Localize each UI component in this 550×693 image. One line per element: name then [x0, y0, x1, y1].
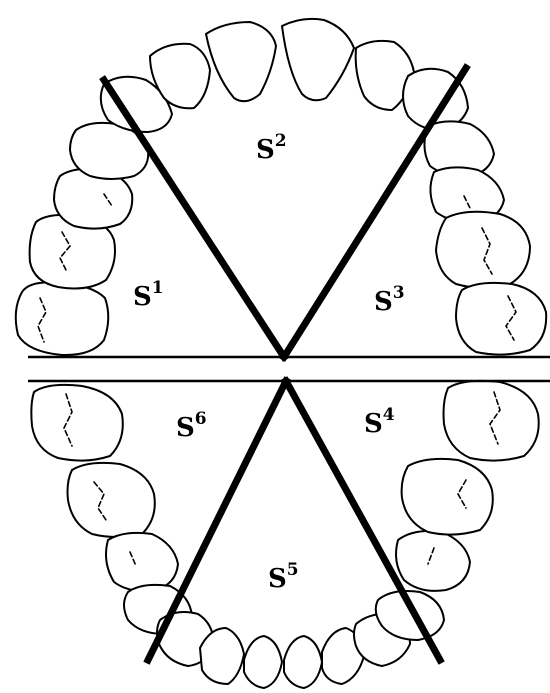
lower-tooth-molar-right-1: [444, 381, 539, 461]
lower-tooth-molar-left-2: [68, 463, 155, 537]
divider-lower-left: [148, 381, 286, 660]
lower-tooth-incisor-left-1: [244, 636, 282, 688]
sextant-label-s3: S3: [374, 283, 405, 317]
sextant-label-s2-sup: 2: [275, 131, 287, 151]
sextant-label-s4: S4: [364, 405, 395, 439]
sextant-label-s5-sup: 5: [287, 560, 299, 580]
lower-arch: [31, 381, 538, 688]
upper-tooth-incisor-left-1: [206, 22, 276, 101]
lower-tooth-molar-left-1: [31, 385, 122, 461]
upper-tooth-molar-left-1: [16, 282, 109, 355]
sextant-label-s1-base: S: [133, 282, 152, 312]
upper-tooth-molar-right-2: [436, 212, 530, 288]
sextant-label-s4-sup: 4: [383, 405, 395, 425]
lower-tooth-incisor-left-2: [200, 628, 244, 684]
lower-tooth-premolar-left-1: [106, 533, 178, 591]
sextant-label-s2-base: S: [256, 135, 275, 165]
sextant-label-s3-base: S: [374, 287, 393, 317]
sextant-label-s6: S6: [176, 409, 207, 443]
sextant-label-s6-base: S: [176, 413, 195, 443]
lower-tooth-premolar-right-1: [396, 531, 470, 591]
upper-tooth-molar-right-1: [456, 283, 546, 355]
sextant-label-s1-sup: 1: [152, 278, 164, 298]
sextant-label-s5-base: S: [268, 564, 287, 594]
sextant-label-s1: S1: [133, 278, 164, 312]
divider-upper-left: [104, 80, 284, 357]
lower-tooth-molar-right-2: [402, 459, 493, 535]
sextant-label-s3-sup: 3: [393, 283, 405, 303]
upper-tooth-incisor-right-1: [282, 19, 354, 100]
sextant-label-s6-sup: 6: [195, 409, 207, 429]
lower-tooth-incisor-right-1: [284, 636, 322, 688]
sextant-label-s5: S5: [268, 560, 299, 594]
sextant-label-s2: S2: [256, 131, 287, 165]
sextant-label-s4-base: S: [364, 409, 383, 439]
